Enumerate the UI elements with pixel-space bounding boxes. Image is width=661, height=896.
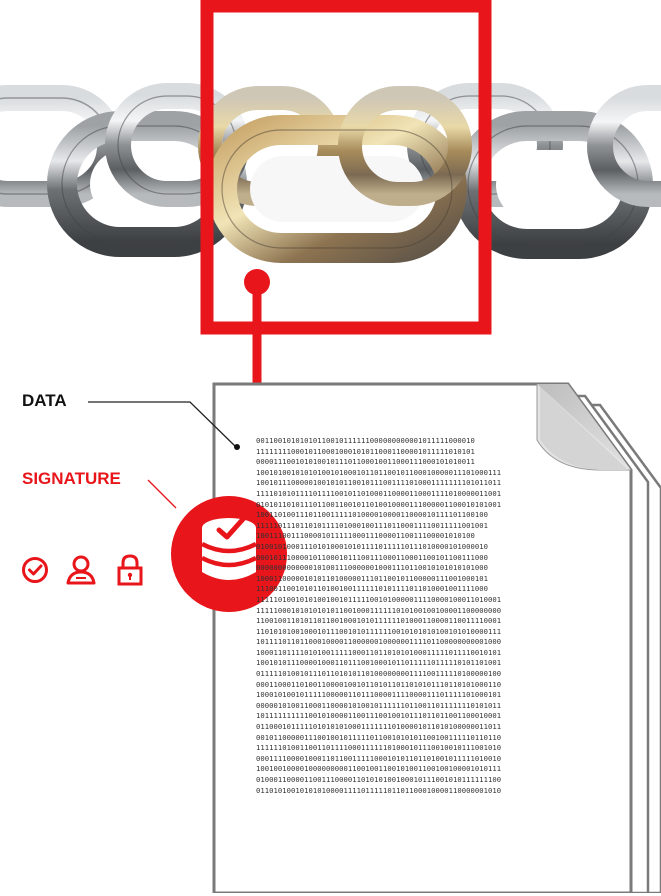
binary-line: 1110011001010110100100111111010111101101… xyxy=(256,584,488,594)
user-icon xyxy=(66,555,96,585)
binary-line: 1001110011100001011111000111000011001110… xyxy=(256,531,475,541)
signature-connector-line xyxy=(147,479,177,509)
binary-line: 1111010101111011110010110100011000011000… xyxy=(256,488,502,498)
binary-line: 0010110000011100100101111101100101010110… xyxy=(256,732,502,742)
database-check-icon xyxy=(200,515,258,580)
binary-line: 1001101001110110011111010000100001100001… xyxy=(256,510,488,520)
binary-line: 1100100110101101100100010101111110100011… xyxy=(256,616,502,626)
binary-line: 0000000000000101001110000001000111011001… xyxy=(256,563,488,573)
binary-line: 1111111100010110001000101011000110000101… xyxy=(256,446,475,456)
chain xyxy=(0,83,661,263)
data-connector-line xyxy=(88,401,237,448)
binary-line: 0001111000010001101100111110001010110110… xyxy=(256,753,502,763)
highlighted-chain-link xyxy=(198,86,472,263)
binary-line: 1001001000010000000001100100110010100110… xyxy=(256,764,502,774)
clock-check-icon xyxy=(22,557,48,583)
binary-line: 0000111001010100101110110001001100011100… xyxy=(256,457,475,467)
binary-line: 0101011010111011001100101101001000011100… xyxy=(256,499,502,509)
binary-line: 0100101000111010100010101111011111011101… xyxy=(256,541,488,551)
highlight-frame xyxy=(200,0,492,335)
binary-data: 0011001010101011001011111100000000000101… xyxy=(256,436,622,896)
binary-line: 1001010111000010001101110010001011011111… xyxy=(256,658,502,668)
binary-line: 0100011000011001110000110101010010001011… xyxy=(256,775,502,784)
data-document xyxy=(212,382,633,893)
binary-line: 1000110111101010011111000110110101010001… xyxy=(256,647,502,657)
binary-line: 1111110100110011011110001111110100010111… xyxy=(256,743,502,753)
data-label: DATA xyxy=(22,391,67,410)
binary-line: 1111101110110101111010001001110110001111… xyxy=(256,520,488,530)
binary-line: 1011110110110001000011000000100000011110… xyxy=(256,637,502,647)
data-connector-dot xyxy=(234,444,240,450)
binary-line: 1000101001011111000001101110000111100001… xyxy=(256,690,502,700)
document-stack xyxy=(212,382,661,893)
binary-line: 1111101001010100100101111100101000001111… xyxy=(256,594,502,604)
binary-line: 0111110100101110110101011010000000011110… xyxy=(256,669,502,679)
pointer-dot xyxy=(244,269,270,295)
binary-line: 1011111111110010100001100111001001011101… xyxy=(256,711,502,721)
binary-line: 1101010100100010111001010111111001010101… xyxy=(256,626,502,636)
signature-label: SIGNATURE xyxy=(22,469,121,488)
binary-line: 0001011100001011000101110011100011000110… xyxy=(256,552,488,562)
binary-line: 0000010100110001100001010010111111011001… xyxy=(256,700,502,710)
binary-line: 1001010010101010010100010110110010110001… xyxy=(256,467,502,477)
padlock-icon xyxy=(117,554,143,586)
binary-line: 0011001010101011001011111100000000000101… xyxy=(256,436,475,445)
binary-line: 1000110000010101101000001110110010110000… xyxy=(256,573,488,583)
binary-line: 0001100011010011000010010110101101101010… xyxy=(256,679,502,689)
chain-link xyxy=(587,85,661,207)
binary-line: 0110001011111010101010001111111010000101… xyxy=(256,722,502,732)
binary-line: 0110101001010101000011110111110110110001… xyxy=(256,785,502,795)
signature-badge xyxy=(171,496,287,612)
binary-line: 1001011100000100101011001011100111101000… xyxy=(256,478,502,488)
binary-line: 1111100010101010101100100011111101010010… xyxy=(256,605,502,615)
